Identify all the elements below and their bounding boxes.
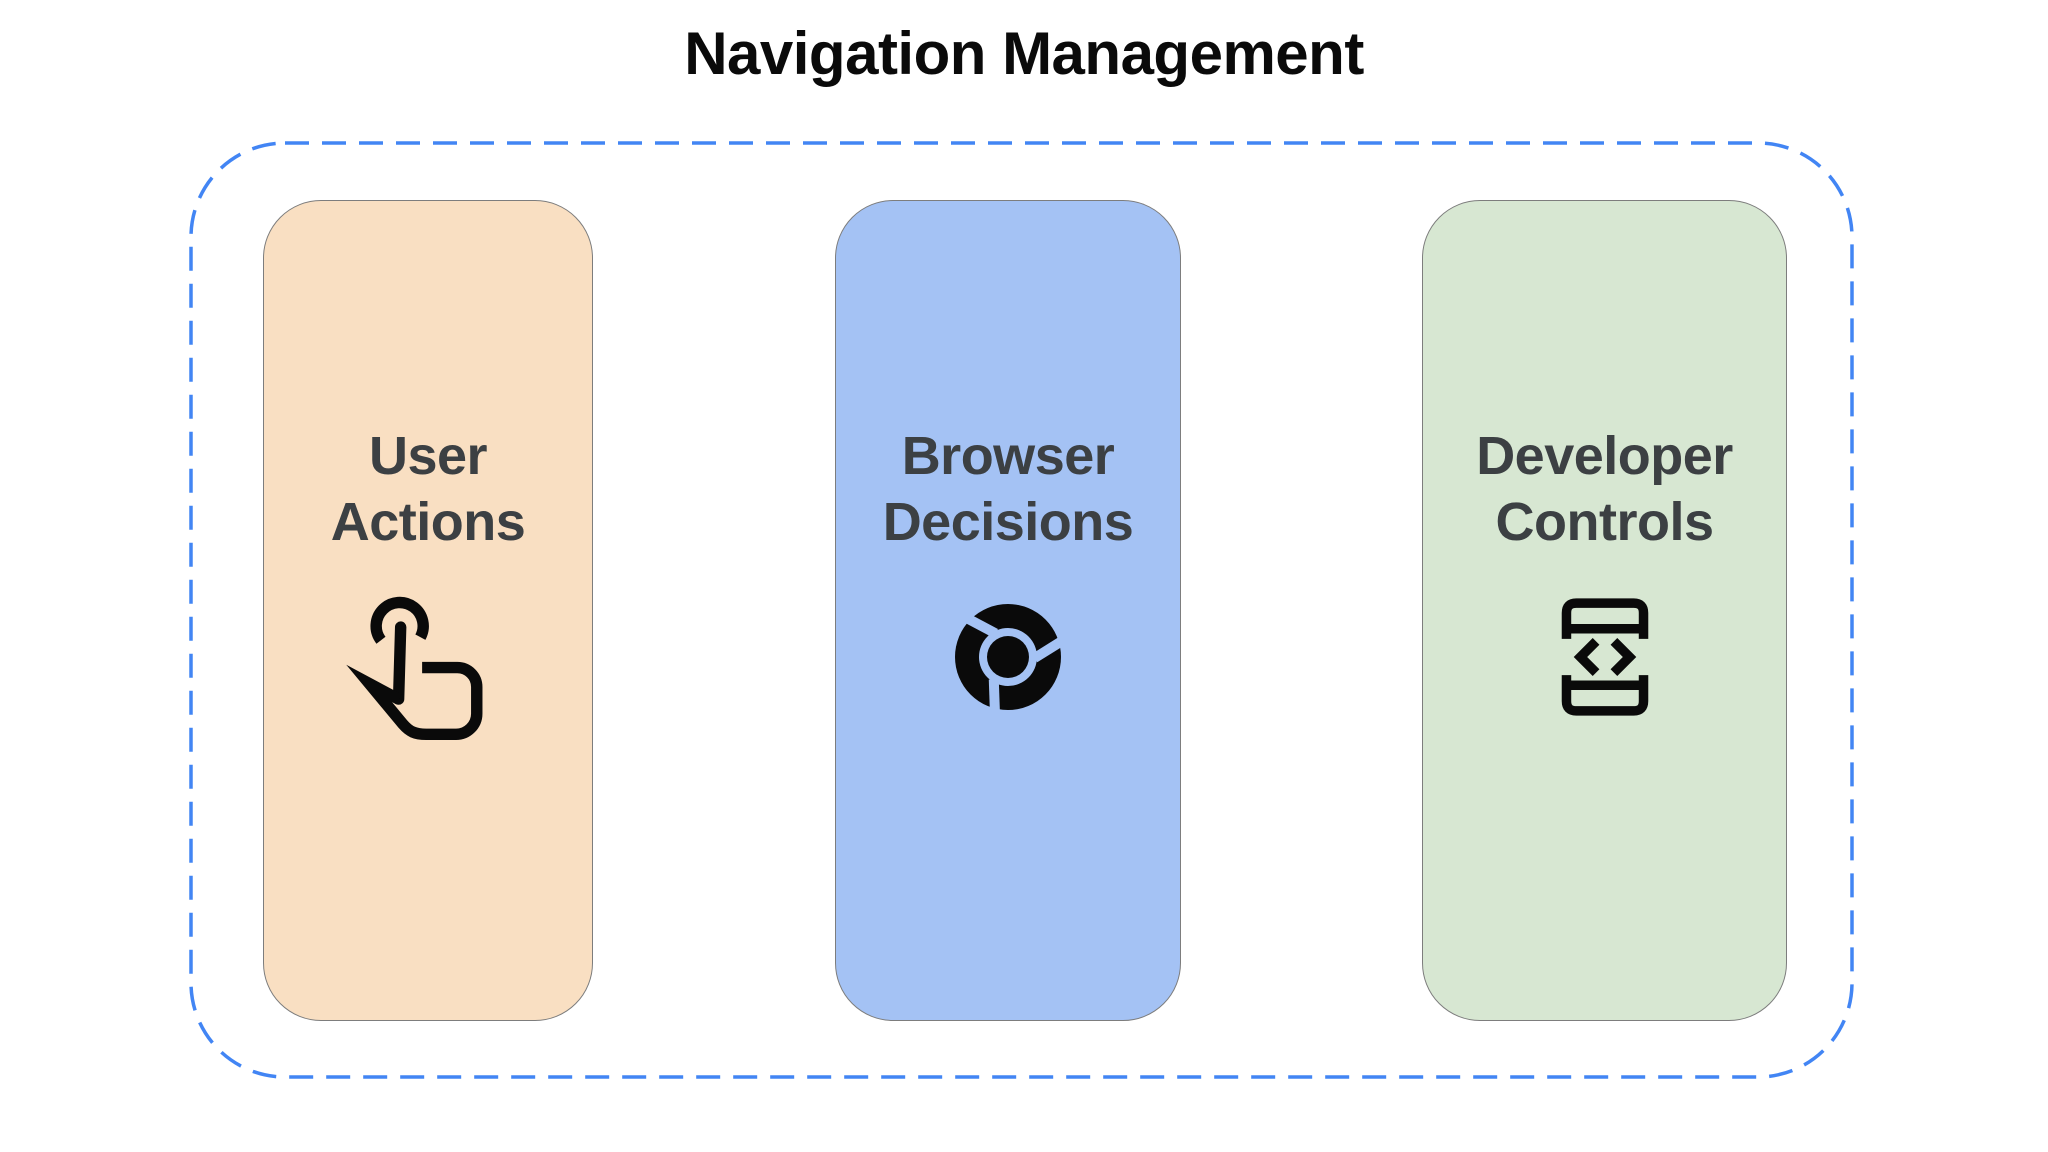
card-developer-controls-label: Developer Controls [1476, 423, 1733, 555]
card-browser-decisions: Browser Decisions [835, 200, 1181, 1021]
card-label-line: Developer [1476, 426, 1733, 486]
card-label-line: Decisions [882, 492, 1134, 552]
card-browser-decisions-label: Browser Decisions [883, 423, 1134, 555]
card-label-line: Actions [330, 492, 526, 552]
developer-mode-icon [1561, 598, 1648, 716]
card-label-line: Browser [901, 426, 1115, 486]
diagram-title: Navigation Management [684, 20, 1364, 87]
touch-gesture-icon [346, 596, 483, 741]
card-user-actions-label: User Actions [331, 423, 526, 555]
card-developer-controls: Developer Controls [1422, 200, 1787, 1021]
card-user-actions: User Actions [263, 200, 593, 1021]
card-label-line: Controls [1495, 492, 1714, 552]
chrome-browser-icon [953, 602, 1063, 712]
card-label-line: User [368, 426, 488, 486]
